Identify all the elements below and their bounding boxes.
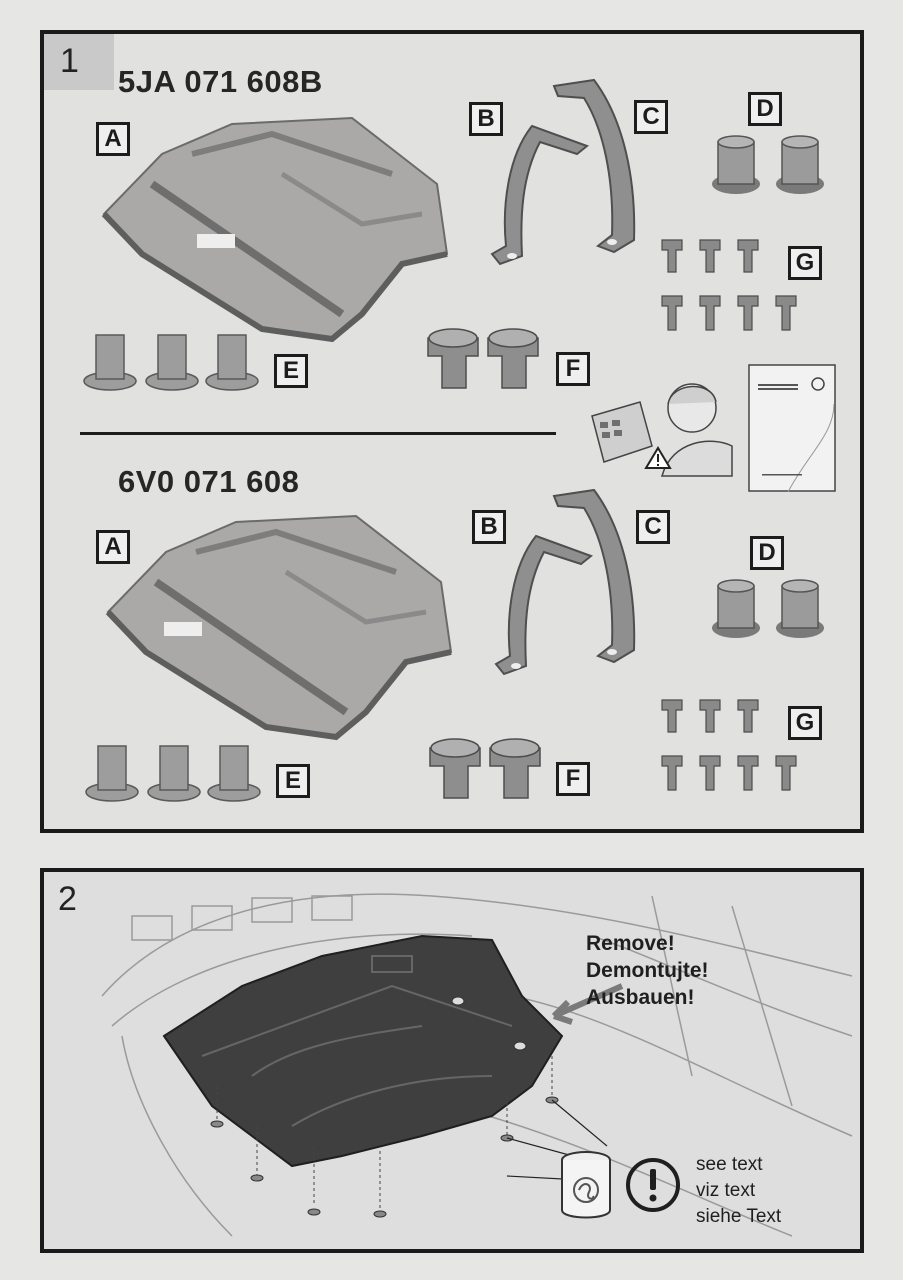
exclamation-icon [626,1158,680,1212]
bolts-g-2-illustration [661,699,797,791]
remove-callout-en: Remove! [586,932,675,955]
remove-callout: Remove! Demontujte! Ausbauen! [586,930,709,1011]
label-b: B [469,102,503,136]
bracket-b-2-illustration [494,534,594,676]
label-d: D [748,92,782,126]
step-number: 1 [60,42,79,80]
bracket-c-2-illustration [552,488,636,664]
bolt-f-2-illustration [429,738,541,799]
step-2-panel: 2 [40,868,864,1253]
label-e: E [274,354,308,388]
see-text-en: see text [696,1154,763,1175]
bolt-f-illustration [427,328,539,389]
section-divider [80,432,556,435]
plastic-nut-e-illustration [83,334,259,391]
see-text-note: see text viz text siehe Text [696,1152,781,1230]
label-g: G [788,246,822,280]
bracket-b-illustration [490,124,590,266]
part-number-1: 5JA 071 608B [118,64,323,99]
grease-jar-icon [561,1151,611,1219]
label-e-2: E [276,764,310,798]
read-manual-icon [591,383,733,477]
label-f-2: F [556,762,590,796]
plastic-nut-e-2-illustration [85,745,261,802]
step-1-panel: 1 5JA 071 608B A B C D G [40,30,864,833]
step-number: 2 [58,880,77,918]
document-icon [748,364,836,493]
part-number-2: 6V0 071 608 [118,464,300,499]
label-d-2: D [750,536,784,570]
step-tab [44,34,114,90]
label-a: A [96,122,130,156]
see-text-cs: viz text [696,1180,756,1201]
nut-d-illustration [712,135,824,194]
label-c-2: C [636,510,670,544]
bracket-c-illustration [552,78,636,254]
underbody-cover-a-illustration [101,116,449,343]
bolts-g-illustration [661,239,797,331]
remove-callout-cs: Demontujte! [586,959,709,982]
remove-callout-de: Ausbauen! [586,986,695,1009]
warning-icon [644,446,672,469]
nut-d-2-illustration [712,579,824,638]
label-c: C [634,100,668,134]
vehicle-underbody-illustration [101,893,853,1237]
label-g-2: G [788,706,822,740]
label-a-2: A [96,530,130,564]
underbody-cover-a-2-illustration [105,514,453,741]
see-text-de: siehe Text [696,1206,782,1227]
label-f: F [556,352,590,386]
label-b-2: B [472,510,506,544]
